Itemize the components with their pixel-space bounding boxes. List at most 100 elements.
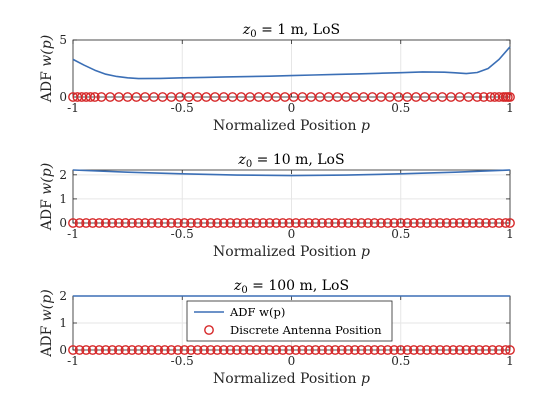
x-tick-label: -0.5 [171,354,194,368]
antenna-position-marker [317,218,327,228]
antenna-position-marker [179,345,190,355]
antenna-position-marker [349,218,360,228]
antenna-position-marker [376,218,386,228]
antenna-position-marker [435,218,445,228]
antenna-position-marker [166,345,177,355]
antenna-markers [68,345,515,355]
adf-line [72,169,511,177]
antenna-position-marker [422,345,432,355]
antenna-position-marker [166,218,177,228]
y-axis-label: ADF w(p) [39,163,55,231]
antenna-position-marker [258,345,268,355]
antenna-position-marker [500,218,511,228]
x-tick-label: 1 [506,227,514,241]
antenna-position-marker [192,345,203,355]
antenna-position-marker [277,345,288,355]
antenna-position-marker [127,345,137,355]
antenna-position-marker [153,345,164,355]
antenna-position-marker [290,345,301,355]
antenna-position-marker [487,218,498,228]
antenna-position-marker [494,345,504,355]
x-tick-label: 1 [506,101,514,115]
x-tick-label: -1 [67,354,79,368]
antenna-position-marker [415,345,426,355]
antenna-position-marker [68,345,78,355]
legend-box [186,300,393,342]
antenna-position-marker [284,345,295,355]
antenna-position-marker [284,218,295,228]
antenna-position-marker [336,345,347,355]
antenna-position-marker [402,218,413,228]
subplot-title: z0 = 100 m, LoS [233,278,349,296]
antenna-position-marker [441,218,452,228]
antenna-position-marker [127,218,137,228]
antenna-position-marker [218,345,229,355]
antenna-position-marker [120,218,131,228]
antenna-position-marker [389,345,400,355]
antenna-position-marker [505,345,515,355]
antenna-position-marker [107,345,118,355]
antenna-position-marker [472,92,483,102]
antenna-position-marker [74,218,85,228]
adf-line [72,46,511,80]
antenna-position-marker [81,218,92,228]
x-tick-label: 0.5 [391,227,410,241]
antenna-position-marker [376,345,386,355]
antenna-position-marker [271,345,282,355]
antenna-position-marker [323,218,334,228]
antenna-markers [68,218,515,228]
antenna-position-marker [330,218,341,228]
antenna-position-marker [505,218,515,228]
antenna-position-marker [461,345,472,355]
antenna-position-marker [382,218,393,228]
antenna-position-marker [113,218,124,228]
antenna-position-marker [389,218,400,228]
antenna-position-marker [159,218,170,228]
x-tick-label: -1 [67,227,79,241]
antenna-position-marker [435,345,445,355]
antenna-position-marker [179,218,190,228]
antenna-position-marker [277,218,288,228]
antenna-position-marker [478,92,489,102]
x-tick-label: 0.5 [391,354,410,368]
antenna-position-marker [467,218,478,228]
x-axis-label: Normalized Position p [213,371,370,387]
antenna-position-marker [349,345,360,355]
antenna-position-marker [146,218,157,228]
antenna-position-marker [408,218,419,228]
antenna-position-marker [205,218,216,228]
antenna-position-marker [264,218,275,228]
antenna-position-marker [310,345,321,355]
antenna-position-marker [454,218,465,228]
x-tick-label: -1 [67,101,79,115]
antenna-position-marker [428,218,439,228]
y-tick-label: 0 [59,343,67,357]
antenna-position-marker [356,218,367,228]
antenna-position-marker [422,218,432,228]
antenna-position-marker [245,345,255,355]
subplot-title: z0 = 1 m, LoS [242,22,340,40]
antenna-position-marker [304,218,314,228]
antenna-position-marker [85,92,96,102]
antenna-position-marker [343,218,354,228]
x-tick-label: -0.5 [171,227,194,241]
y-tick-label: 1 [59,316,67,330]
antenna-position-marker [199,345,210,355]
antenna-position-marker [290,218,301,228]
antenna-position-marker [494,218,504,228]
antenna-position-marker [245,218,255,228]
antenna-position-marker [140,345,151,355]
antenna-position-marker [159,345,170,355]
antenna-position-marker [500,345,511,355]
x-tick-label: 0 [288,354,296,368]
antenna-position-marker [343,345,354,355]
antenna-position-marker [428,345,439,355]
antenna-position-marker [369,345,380,355]
antenna-position-marker [454,345,465,355]
antenna-position-marker [363,218,373,228]
y-tick-label: 0 [59,216,67,230]
legend: ADF w(p)Discrete Antenna Position [186,300,393,342]
y-axis-label: ADF w(p) [39,289,55,357]
